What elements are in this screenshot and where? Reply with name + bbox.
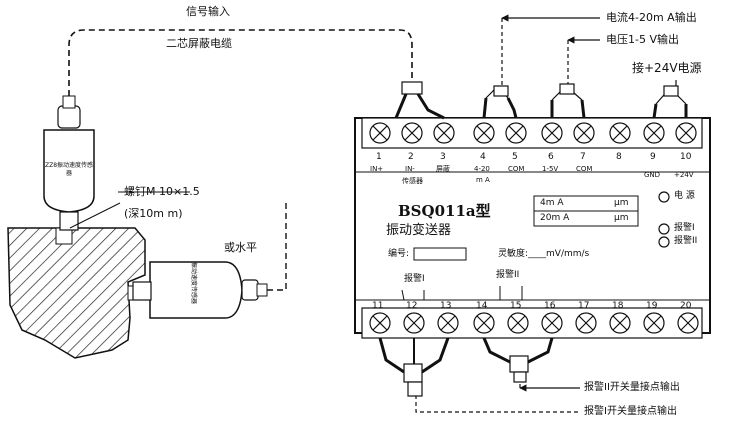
horizontal-sensor-label: 振动速度传感器	[190, 262, 197, 305]
alarm1-led	[658, 223, 670, 235]
terminal-screw	[677, 312, 699, 334]
ma-unit-label: m A	[476, 176, 490, 184]
terminal-desc: COM	[576, 165, 593, 173]
terminal-screw	[573, 122, 595, 144]
terminal-number: 19	[646, 301, 658, 311]
sensor-group-label: 传感器	[402, 177, 423, 185]
terminal-desc: IN+	[370, 165, 384, 173]
terminal-screw	[473, 122, 495, 144]
top-terminals	[369, 122, 697, 144]
terminal-screw	[369, 122, 391, 144]
horizontal-label: 或水平	[224, 241, 257, 254]
terminal-number: 18	[612, 301, 624, 311]
terminal-desc: IN-	[405, 165, 415, 173]
terminal-number: 7	[580, 152, 586, 162]
terminal-screw	[473, 312, 495, 334]
alarm2-indicator-label: 报警II	[674, 236, 698, 246]
terminal-number: 5	[512, 152, 518, 162]
screw-depth-label: (深10m m)	[124, 207, 183, 220]
terminal-number: 8	[616, 152, 622, 162]
terminal-screw	[403, 312, 425, 334]
voltage-output-label: 电压1-5 V输出	[606, 33, 679, 46]
alarm1-contact-label: 报警I开关量接点输出	[584, 406, 677, 417]
vertical-sensor	[43, 95, 95, 231]
number-box	[413, 247, 467, 261]
terminal-screw	[541, 312, 563, 334]
range-row-4ma: 4m A	[540, 198, 564, 208]
signal-input-label: 信号输入	[186, 5, 230, 18]
screw-label: 螺钉M 10×1.5	[124, 185, 200, 198]
terminal-number: 15	[510, 301, 522, 311]
terminal-number: 14	[476, 301, 488, 311]
shielded-cable-label: 二芯屏蔽电缆	[166, 37, 232, 50]
terminal-screw	[433, 122, 455, 144]
terminal-desc: 屏蔽	[436, 165, 450, 173]
terminal-number: 13	[440, 301, 452, 311]
power-led	[658, 191, 670, 203]
alarm1-switch-label: 报警I	[404, 274, 425, 284]
terminal-number: 16	[544, 301, 556, 311]
bottom-terminals	[369, 312, 699, 334]
range-row-20ma: 20m A	[540, 213, 570, 223]
terminal-number: 17	[578, 301, 590, 311]
machine-body	[7, 227, 146, 359]
terminal-number: 10	[680, 152, 692, 162]
alarm1-indicator-label: 报警I	[674, 223, 695, 233]
terminal-desc: +24V	[674, 171, 694, 179]
bottom-wire-connectors	[378, 337, 554, 397]
range-row-20ma-unit: μm	[614, 213, 629, 223]
terminal-number: 20	[680, 301, 692, 311]
terminal-screw	[609, 122, 631, 144]
terminal-screw	[575, 312, 597, 334]
terminal-number: 11	[372, 301, 384, 311]
terminal-screw	[541, 122, 563, 144]
terminal-desc: GND	[644, 171, 661, 179]
terminal-number: 9	[650, 152, 656, 162]
terminal-number: 2	[408, 152, 414, 162]
device-model: BSQ011a型	[398, 202, 491, 220]
terminal-screw	[643, 122, 665, 144]
terminal-number: 6	[548, 152, 554, 162]
terminal-screw	[505, 122, 527, 144]
number-label: 编号:	[388, 249, 410, 259]
terminal-screw	[675, 122, 697, 144]
terminal-number: 4	[480, 152, 486, 162]
terminal-screw	[437, 312, 459, 334]
power-indicator-label: 电 源	[674, 191, 695, 201]
terminal-screw	[609, 312, 631, 334]
range-row-4ma-unit: μm	[614, 198, 629, 208]
terminal-desc: COM	[508, 165, 525, 173]
terminal-screw	[507, 312, 529, 334]
signal-cable	[68, 29, 413, 96]
device-name: 振动变送器	[386, 223, 452, 238]
alarm2-led	[658, 236, 670, 248]
terminal-screw	[369, 312, 391, 334]
current-output-label: 电流4-20m A输出	[606, 11, 697, 24]
horizontal-cable	[267, 200, 287, 291]
alarm2-switch-label: 报警II	[496, 270, 520, 280]
terminal-screw	[401, 122, 423, 144]
sensitivity-label: 灵敏度:____mV/mm/s	[498, 249, 590, 259]
power-24v-label: 接+24V电源	[632, 61, 702, 75]
vertical-sensor-label: ZZ8振动速度传感器	[44, 162, 94, 177]
device-body	[354, 117, 711, 334]
terminal-number: 12	[406, 301, 418, 311]
top-wire-connectors	[394, 81, 688, 120]
terminal-desc: 1-5V	[542, 165, 559, 173]
terminal-number: 1	[376, 152, 382, 162]
horizontal-sensor	[132, 261, 268, 319]
terminal-desc: 4-20	[474, 165, 490, 173]
alarm2-contact-label: 报警II开关量接点输出	[584, 382, 680, 393]
terminal-screw	[643, 312, 665, 334]
terminal-number: 3	[440, 152, 446, 162]
